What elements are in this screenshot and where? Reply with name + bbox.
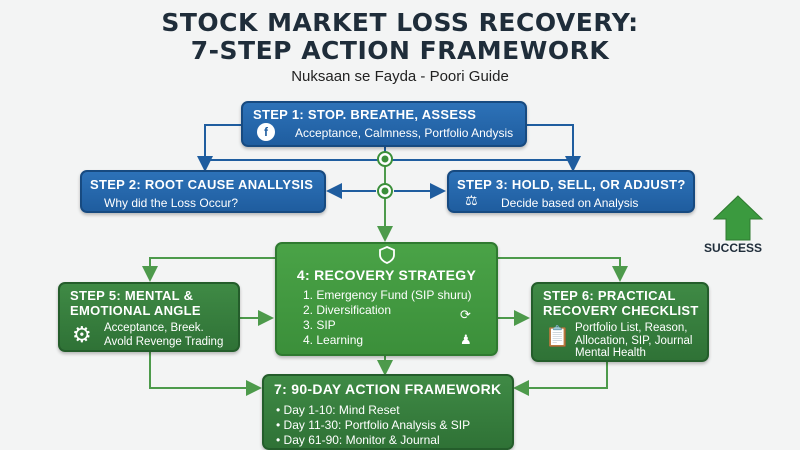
clipboard-icon: 📋 [545, 326, 570, 348]
title-line-1: STOCK MARKET LOSS RECOVERY: [161, 8, 639, 37]
step7-title: 7: 90-DAY ACTION FRAMEWORK [274, 381, 502, 397]
step3-title: STEP 3: HOLD, SELL, OR ADJUST? [457, 177, 686, 192]
step1-title: STEP 1: STOP. BREATHE, ASSESS [253, 107, 477, 122]
connector-step5-step7 [149, 352, 262, 396]
connector-to-step5 [142, 257, 275, 282]
step5-subtitle-line2: Avold Revenge Trading [104, 336, 224, 348]
step6-title-line2: RECOVERY CHECKLIST [543, 303, 699, 318]
step3-box: STEP 3: HOLD, SELL, OR ADJUST? ⚖ Decide … [447, 170, 695, 213]
step5-title-line1: STEP 5: MENTAL & [70, 288, 194, 303]
subtitle: Nuksaan se Fayda - Poori Guide [291, 68, 509, 85]
step4-title: 4: RECOVERY STRATEGY [296, 267, 477, 283]
list-item: 1. Emergency Fund (SIP shuru) [303, 288, 472, 302]
step3-subtitle: Decide based on Analysis [501, 196, 639, 210]
people-icon: ♟ [460, 332, 472, 347]
refresh-icon: ⟳ [460, 307, 471, 322]
step2-box: STEP 2: ROOT CAUSE ANALLYSIS Why did the… [80, 170, 326, 213]
list-item: • Day 11-30: Portfolio Analysis & SIP [276, 418, 471, 432]
connector-step6-step7 [513, 362, 608, 396]
shield-icon [379, 246, 395, 264]
step6-line3: Mental Health [575, 347, 646, 359]
success-label: SUCCESS [704, 241, 763, 255]
step6-title-line1: STEP 6: PRACTICAL [543, 288, 676, 303]
title-line-2: 7-STEP ACTION FRAMEWORK [190, 36, 610, 65]
success-arrow-icon [712, 195, 764, 241]
list-item: • Day 1-10: Mind Reset [276, 403, 400, 417]
step5-subtitle-line1: Acceptance, Breek. [104, 322, 204, 334]
list-item: • Day 61-90: Monitor & Journal [276, 433, 440, 447]
step2-title: STEP 2: ROOT CAUSE ANALLYSIS [90, 177, 314, 192]
step2-subtitle: Why did the Loss Occur? [104, 196, 239, 210]
step6-line1: Portfolio List, Reason, [575, 322, 688, 334]
step6-box: STEP 6: PRACTICAL RECOVERY CHECKLIST 📋 P… [531, 282, 709, 362]
gear-icon: ⚙ [72, 322, 92, 347]
connector-step1-step2 [197, 124, 241, 172]
connector-to-step6 [498, 257, 628, 282]
step1-icon: f [257, 123, 275, 141]
step7-list: • Day 1-10: Mind Reset • Day 11-30: Port… [276, 403, 470, 448]
list-item: 3. SIP [303, 318, 336, 332]
step1-box: STEP 1: STOP. BREATHE, ASSESS f Acceptan… [241, 101, 527, 147]
step5-box: STEP 5: MENTAL & EMOTIONAL ANGLE ⚙ Accep… [58, 282, 240, 352]
step6-line2: Allocation, SIP, Journal [575, 335, 693, 347]
step4-list: 1. Emergency Fund (SIP shuru) 2. Diversi… [303, 288, 472, 348]
step7-box: 7: 90-DAY ACTION FRAMEWORK • Day 1-10: M… [262, 374, 514, 450]
list-item: 4. Learning [303, 333, 364, 347]
list-item: 2. Diversification [303, 303, 392, 317]
step4-box: 4: RECOVERY STRATEGY 1. Emergency Fund (… [275, 242, 498, 356]
connector-step1-step3 [527, 124, 581, 172]
step1-subtitle: Acceptance, Calmness, Portfolio Andysis [295, 126, 514, 140]
scale-icon: ⚖ [465, 192, 478, 208]
step5-title-line2: EMOTIONAL ANGLE [70, 303, 201, 318]
